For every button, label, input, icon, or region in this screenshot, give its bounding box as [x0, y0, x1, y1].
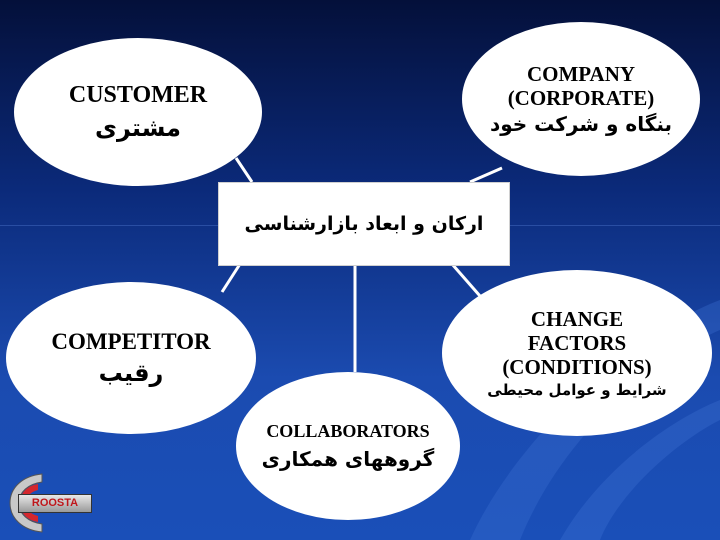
connector-customer — [234, 157, 254, 183]
competitor-en-label: COMPETITOR — [51, 328, 211, 354]
change-fa-label: شرایط و عوامل محیطی — [487, 381, 667, 400]
connector-competitor — [220, 263, 242, 293]
node-customer: CUSTOMER مشتری — [14, 38, 262, 186]
collaborators-en-label: COLLABORATORS — [266, 420, 430, 441]
customer-en-label: CUSTOMER — [68, 82, 208, 109]
connector-company — [469, 166, 503, 184]
company-fa-label: بنگاه و شرکت خود — [489, 112, 673, 137]
change-en-line3: (CONDITIONS) — [502, 355, 652, 380]
connector-change — [450, 263, 482, 297]
change-en-line2: FACTORS — [527, 330, 627, 355]
center-label: ارکان و ابعاد بازارشناسی — [244, 213, 484, 235]
competitor-fa-label: رقیب — [98, 359, 164, 388]
node-company: COMPANY (CORPORATE) بنگاه و شرکت خود — [462, 22, 700, 176]
center-node: ارکان و ابعاد بازارشناسی — [218, 182, 510, 266]
node-change-factors: CHANGE FACTORS (CONDITIONS) شرایط و عوام… — [442, 270, 712, 436]
company-en-line2: (CORPORATE) — [507, 86, 655, 110]
node-competitor: COMPETITOR رقیب — [6, 282, 256, 434]
collaborators-fa-label: گروههای همکاری — [261, 447, 435, 472]
node-collaborators: COLLABORATORS گروههای همکاری — [236, 372, 460, 520]
company-en-line1: COMPANY — [526, 61, 636, 86]
logo-text: ROOSTA — [18, 494, 92, 513]
change-en-line1: CHANGE — [530, 306, 624, 331]
customer-fa-label: مشتری — [94, 113, 181, 142]
roosta-logo: ROOSTA — [2, 470, 94, 536]
